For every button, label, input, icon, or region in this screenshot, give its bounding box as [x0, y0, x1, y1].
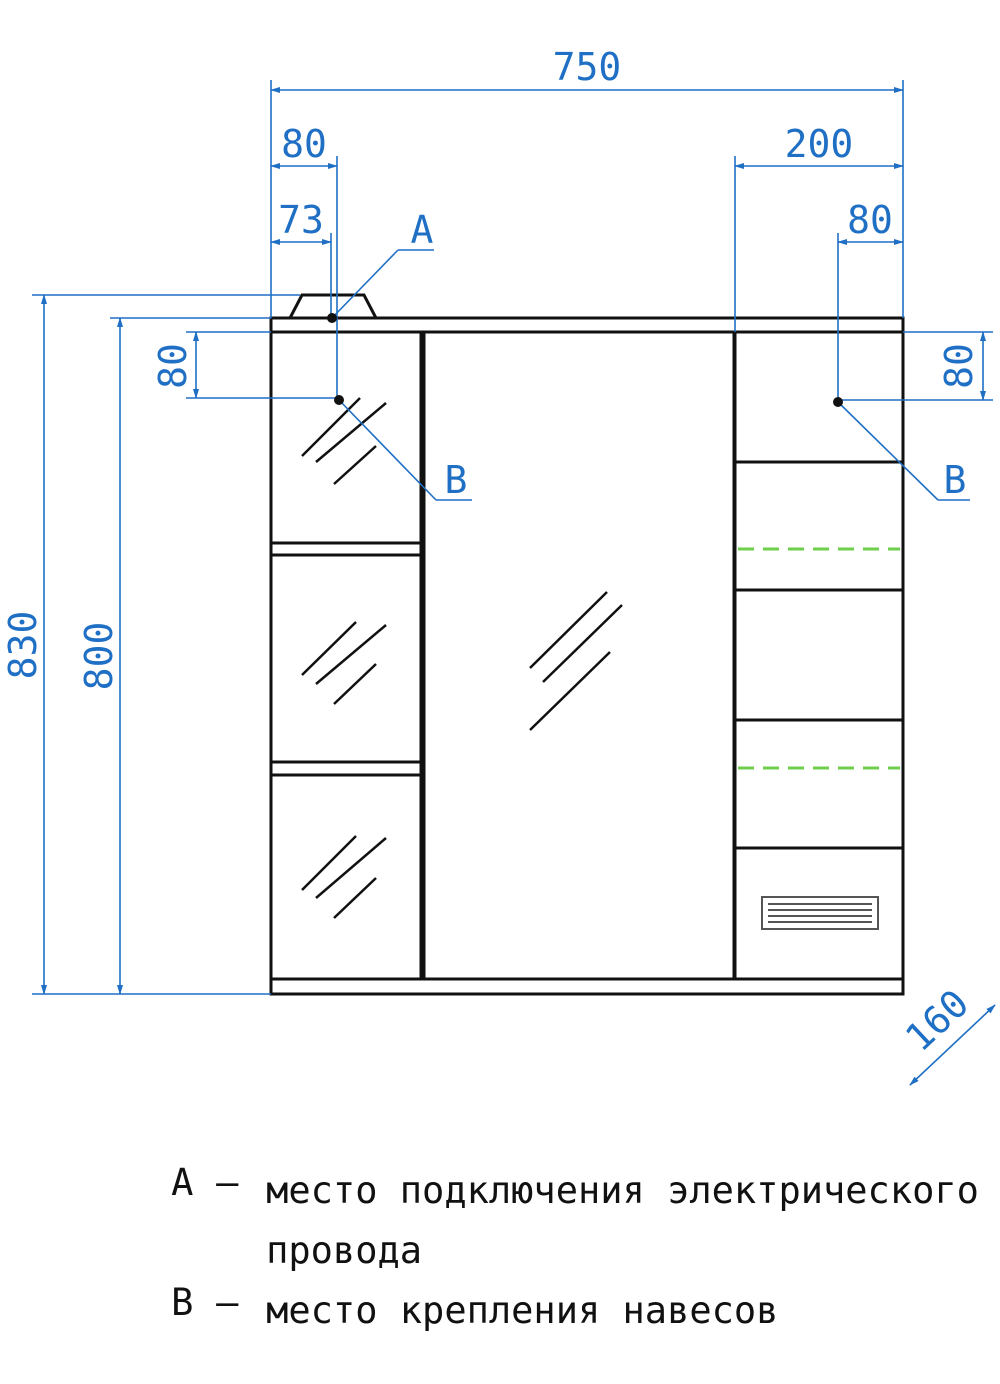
dim-right-block-width: 200 — [785, 122, 854, 166]
right-shelf-1 — [733, 460, 905, 592]
dim-left-offset-inner: 73 — [278, 198, 324, 242]
drawer-handle-icon — [761, 896, 879, 930]
legend-text: место крепления навесов — [266, 1289, 779, 1332]
legend-key: B — [171, 1281, 194, 1324]
left-door-bottom — [269, 773, 423, 981]
point-a-marker — [327, 313, 337, 323]
dim-left-vertical: 80 — [151, 343, 195, 389]
dimension-lines — [32, 80, 996, 1086]
legend-text: место подключения электрического провода — [266, 1169, 979, 1272]
point-b-left-marker — [334, 395, 344, 405]
cabinet-drawing: 750 80 73 200 80 830 800 80 80 160 A B B — [1, 45, 996, 1086]
dim-body-height: 800 — [77, 622, 121, 691]
glass-shelf-guides — [738, 547, 900, 770]
top-cornice — [269, 316, 905, 334]
cabinet-outline — [269, 293, 905, 996]
dim-right-vertical: 80 — [937, 343, 981, 389]
left-shelf-1 — [269, 541, 423, 557]
right-shelf-2 — [733, 718, 905, 850]
bottom-plinth — [269, 977, 905, 996]
point-b-right-marker — [833, 397, 843, 407]
label-b-right: B — [944, 458, 967, 502]
legend-item-b: B–место крепления навесов — [82, 1238, 982, 1384]
legend-dash: – — [216, 1281, 239, 1324]
label-b-left: B — [445, 458, 468, 502]
dim-right-offset: 80 — [847, 198, 893, 242]
legend: A–место подключения электрического прово… — [82, 1118, 979, 1332]
dim-left-offset-outer: 80 — [281, 122, 327, 166]
dim-total-width: 750 — [553, 45, 622, 89]
label-a: A — [411, 208, 434, 252]
legend-key: A — [171, 1161, 194, 1204]
right-door-top — [733, 330, 905, 464]
left-shelf-2 — [269, 760, 423, 777]
mirror-reflection-icon — [301, 397, 623, 919]
legend-dash: – — [216, 1161, 239, 1204]
right-door-middle — [733, 588, 905, 722]
right-drawer — [733, 846, 905, 981]
dim-total-height: 830 — [1, 611, 45, 680]
legend-item-a: A–место подключения электрического прово… — [82, 1118, 982, 1324]
dim-depth: 160 — [897, 981, 977, 1060]
central-mirror — [422, 330, 736, 981]
